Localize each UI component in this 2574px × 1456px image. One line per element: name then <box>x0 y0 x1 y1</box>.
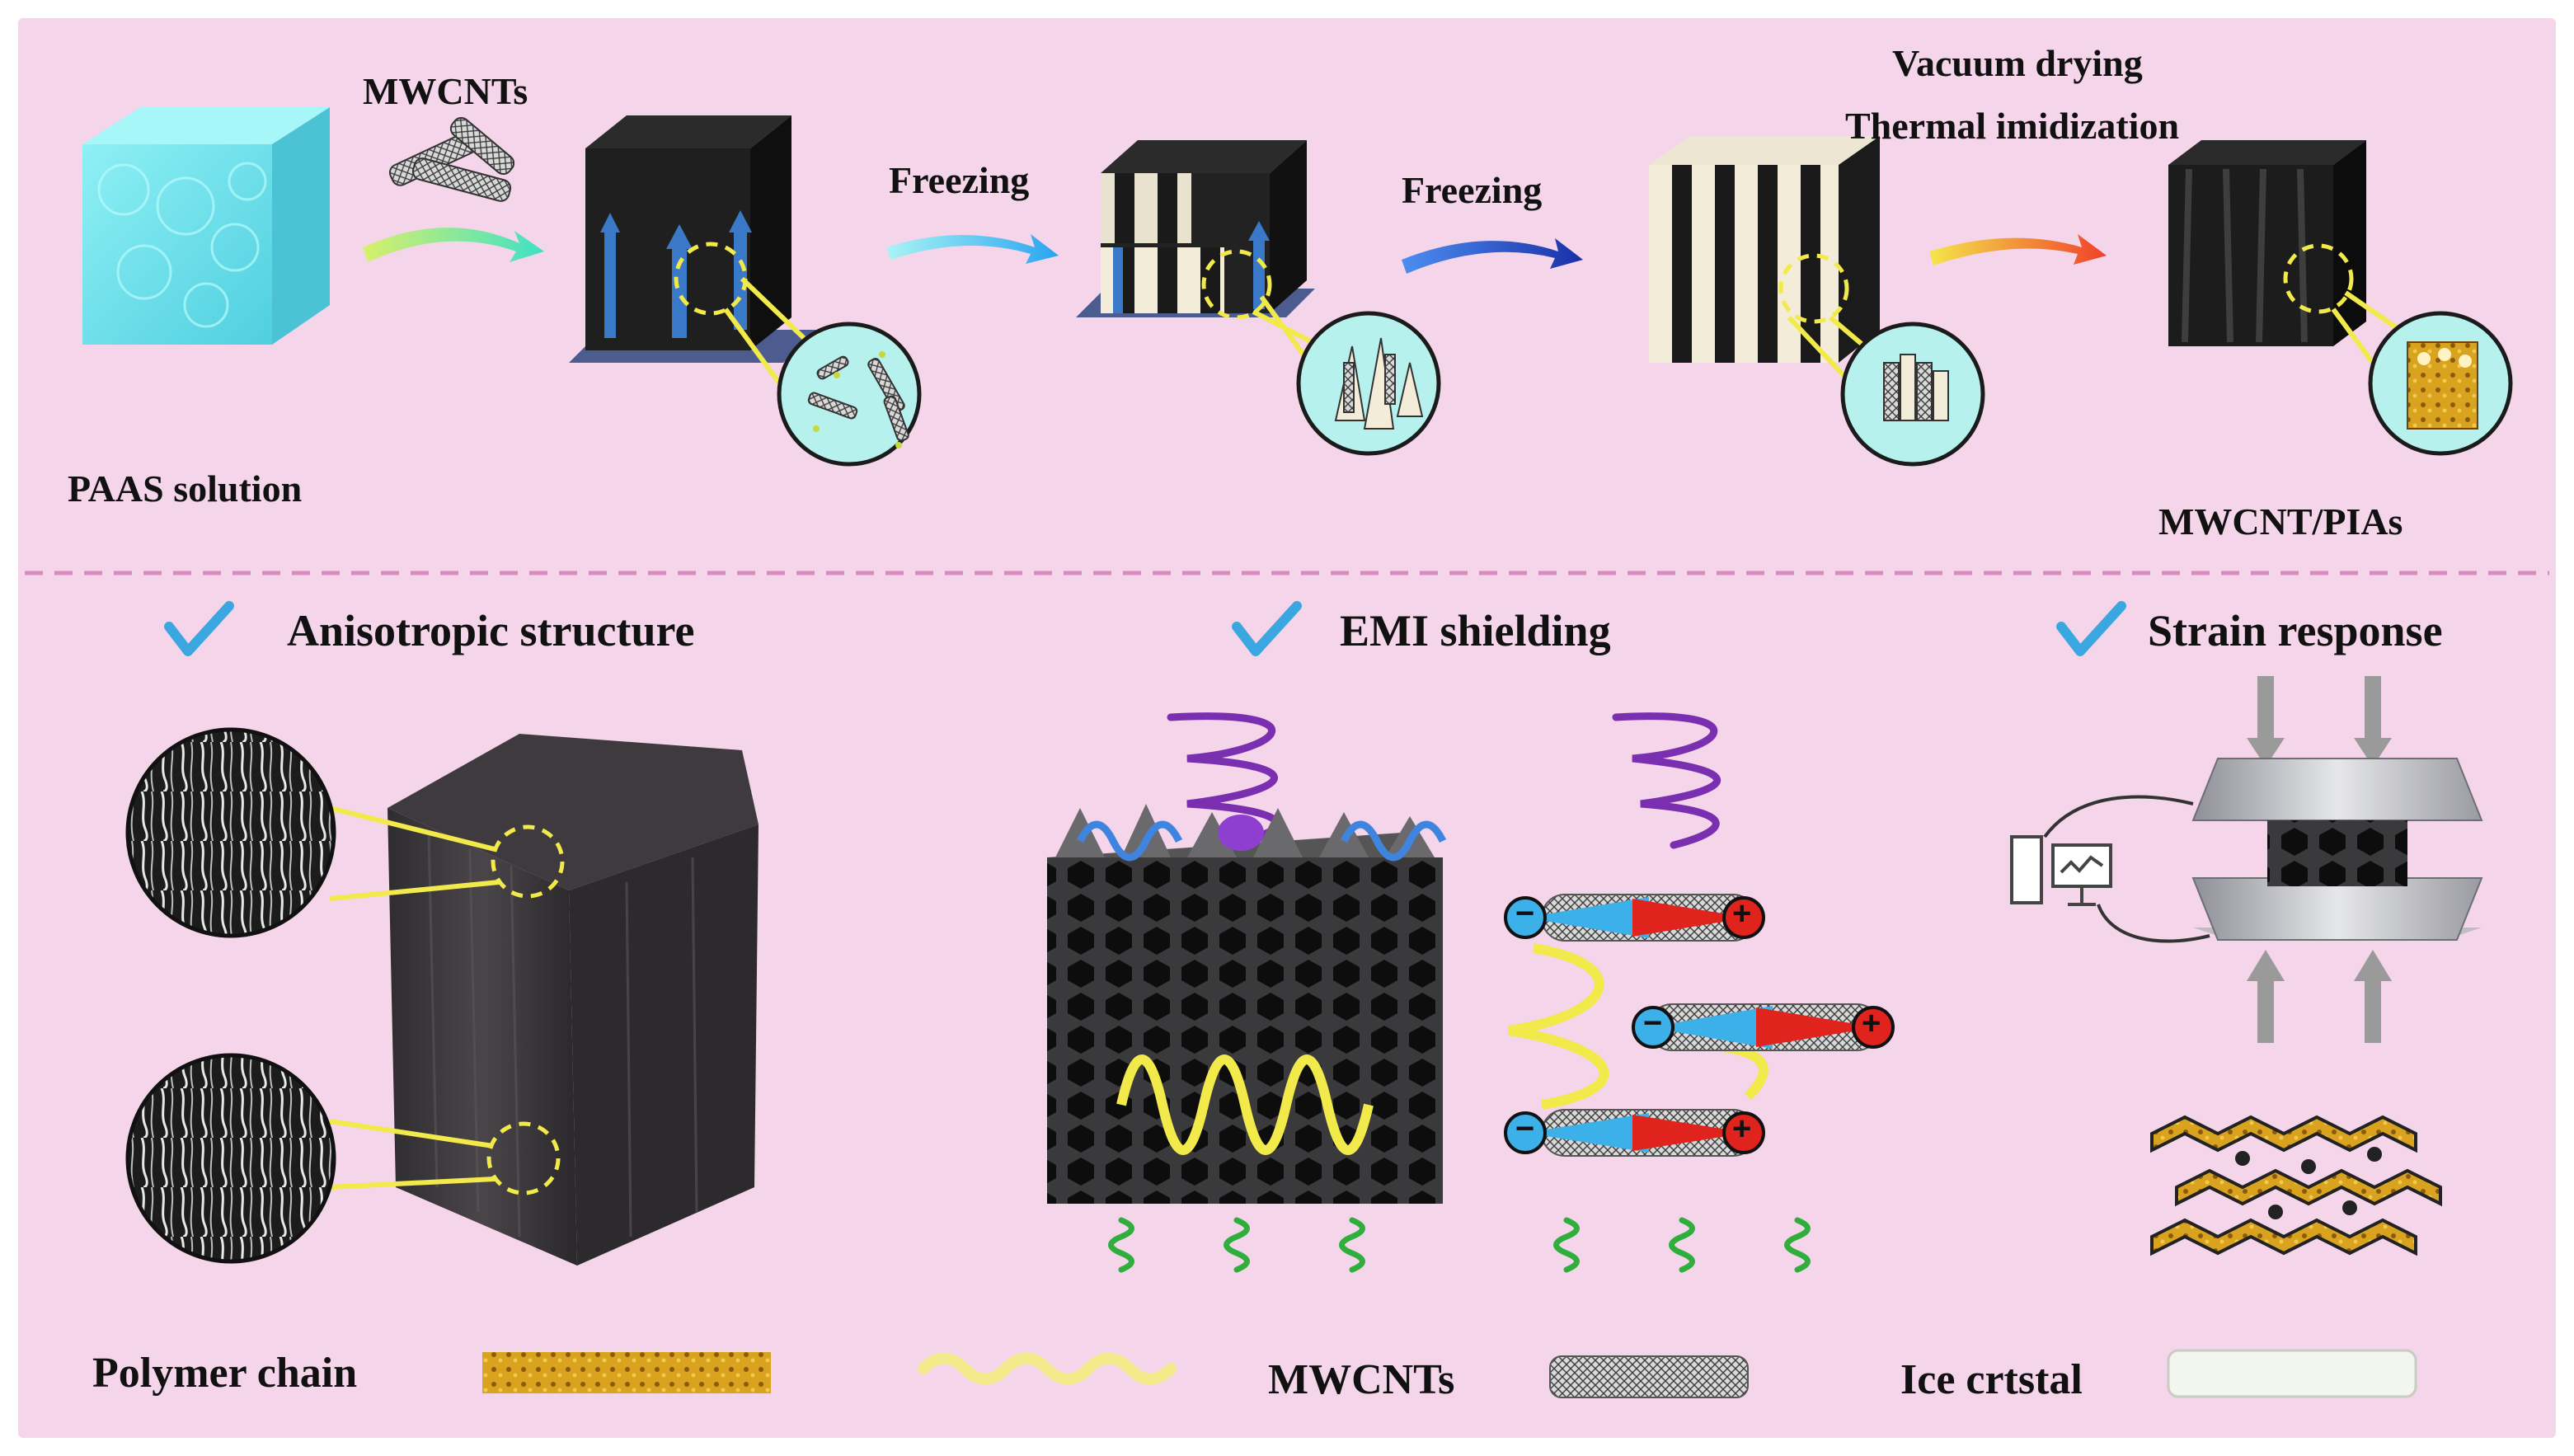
process-arrow-2 <box>886 234 1059 264</box>
product-label: MWCNT/PIAs <box>2158 500 2403 542</box>
emi-shielding-label: EMI shielding <box>1340 606 1611 655</box>
positive-charge-sign: + <box>1732 1111 1752 1147</box>
check-icon <box>164 601 234 656</box>
negative-charge-icon <box>1504 896 1547 939</box>
freezing-cube <box>1076 140 1441 456</box>
polymer-chain-swatch <box>482 1352 771 1393</box>
compression-setup <box>2010 676 2483 1043</box>
highlight-circle <box>1201 249 1272 320</box>
strain-response-label: Strain response <box>2148 606 2443 655</box>
positive-charge-sign: + <box>1732 895 1752 932</box>
paas-solution-cube <box>82 107 330 345</box>
positive-charge-icon <box>1852 1006 1895 1049</box>
negative-charge-sign: − <box>1515 1111 1535 1147</box>
polarized-dipoles <box>1504 894 1895 1157</box>
check-icon <box>1232 601 1302 656</box>
mwcnts-label: MWCNTs <box>363 70 528 112</box>
positive-charge-icon <box>1722 1111 1765 1154</box>
freezing-label-2: Freezing <box>1402 169 1543 211</box>
negative-charge-sign: − <box>1515 895 1535 932</box>
legend-mwcnts: MWCNTs <box>1268 1356 1455 1403</box>
vacuum-drying-label: Vacuum drying <box>1892 42 2143 84</box>
mwcnt-pia-aerogel-cube <box>2168 140 2513 456</box>
negative-charge-icon <box>1504 1111 1547 1154</box>
incident-wave-icon <box>1612 712 1721 849</box>
wave-swatch <box>918 1352 1177 1385</box>
sem-image-cross-section <box>125 727 336 938</box>
ice-template-cube <box>1649 136 1985 467</box>
freezing-label-1: Freezing <box>889 159 1030 201</box>
computer-icon <box>2010 835 2112 906</box>
positive-charge-icon <box>1722 896 1765 939</box>
legend-ice-crystal: Ice crtstal <box>1900 1356 2083 1403</box>
transmitted-wave-icons <box>1108 1217 1811 1273</box>
anisotropic-structure-label: Anisotropic structure <box>287 606 695 655</box>
paas-solution-label: PAAS solution <box>68 467 303 510</box>
positive-charge-sign: + <box>1862 1005 1881 1041</box>
check-icon <box>2056 601 2126 656</box>
negative-charge-sign: − <box>1643 1005 1663 1041</box>
mwcnt-rods-icon <box>388 116 515 202</box>
highlight-circle <box>1778 253 1849 324</box>
legend-polymer-chain: Polymer chain <box>92 1350 358 1397</box>
process-arrow-3 <box>1402 238 1583 274</box>
mwcnt-swatch <box>1549 1355 1749 1398</box>
highlight-circle <box>486 1121 561 1195</box>
highlight-circle <box>491 824 565 899</box>
thermal-imidization-label: Thermal imidization <box>1845 105 2180 147</box>
dispersion-cube <box>569 115 922 467</box>
sem-image-longitudinal <box>125 1053 336 1264</box>
highlight-circle <box>2283 243 2354 314</box>
aerogel-block-photo <box>125 727 759 1266</box>
process-arrow-4 <box>1929 234 2107 265</box>
process-arrow-1 <box>363 228 544 262</box>
lamellar-structure-icon <box>2150 1115 2442 1256</box>
negative-charge-icon <box>1632 1006 1675 1049</box>
ice-crystal-swatch <box>2167 1349 2417 1398</box>
honeycomb-block <box>1047 804 1447 1204</box>
